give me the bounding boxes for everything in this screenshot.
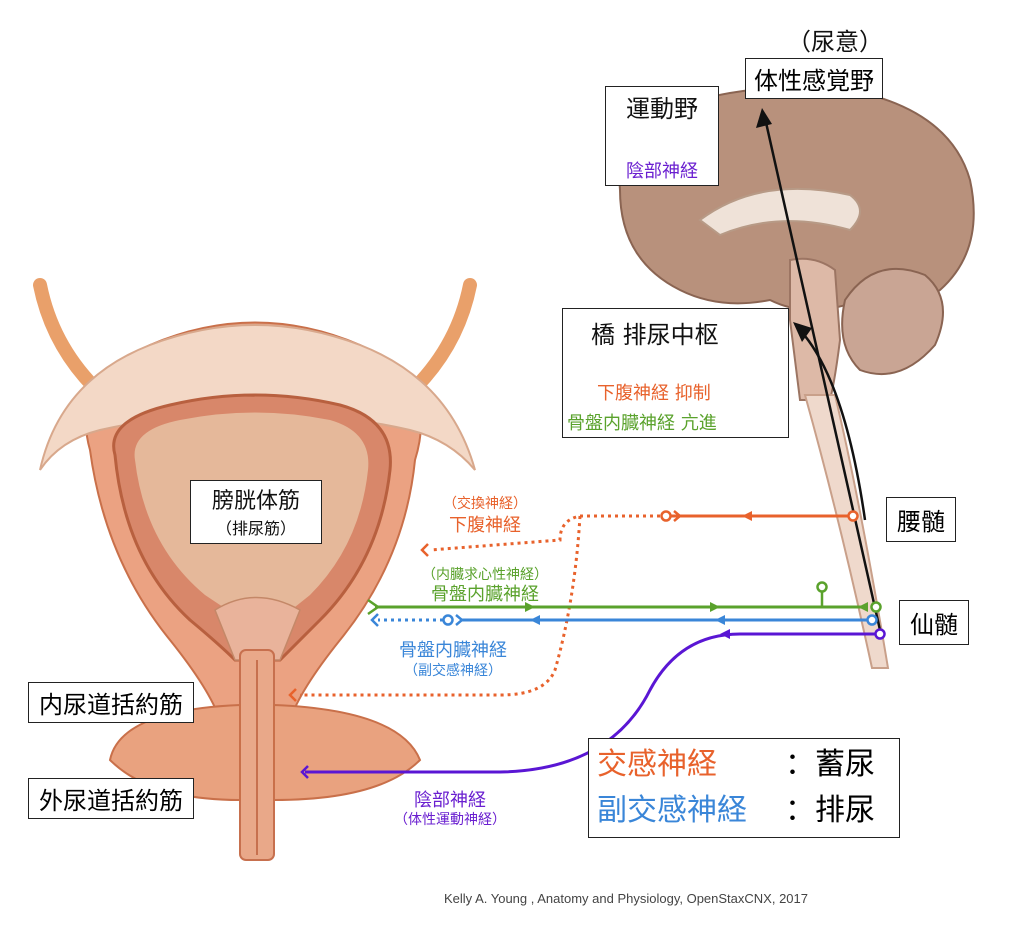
- pelvic-afferent-sub-label: （内臓求心性神経）: [422, 567, 548, 583]
- lumbar-label: 腰髄: [897, 508, 945, 536]
- pelvic-efferent-ending: [370, 613, 379, 627]
- motor-cortex-label: 運動野: [626, 95, 698, 123]
- detrusor-label: 膀胱体筋: [211, 489, 300, 514]
- sensory-cortex-box: 体性感覚野: [745, 58, 883, 99]
- lumbar-box: 腰髄: [886, 497, 956, 542]
- legend-row-parasympathetic: 副交感神経 ：排尿: [597, 789, 875, 833]
- pelvic-efferent-label: 骨盤内臓神経: [399, 640, 507, 661]
- pudendal-label: 陰部神経: [414, 790, 486, 811]
- pelvic-afferent-arrow-1: [525, 602, 535, 612]
- pudendal-ending: [300, 765, 309, 779]
- legend-parasympathetic-role: ：排尿: [785, 793, 875, 828]
- legend-sympathetic: 交感神経: [597, 747, 717, 782]
- brainstem: [789, 257, 842, 401]
- pelvic-afferent-receptor: [367, 598, 381, 616]
- pelvic-afferent-arrow-2: [710, 602, 720, 612]
- detrusor-sub-label: （排尿筋）: [215, 519, 296, 538]
- legend-parasympathetic: 副交感神経: [597, 793, 747, 828]
- pons-hypogastric-label: 下腹神経 抑制: [597, 383, 711, 404]
- pons-center-box: 橋 排尿中枢 下腹神経 抑制 骨盤内臓神経 亢進: [562, 308, 789, 438]
- motor-cortex-box: 運動野 陰部神経: [605, 86, 719, 186]
- pudendal-nerve: [305, 632, 876, 774]
- pelvic-efferent-sub-label: （副交感神経）: [404, 663, 502, 679]
- external-sphincter-label: 外尿道括約筋: [39, 787, 183, 815]
- sacral-label: 仙髄: [910, 611, 958, 639]
- sensory-tract-arrowhead: [756, 108, 772, 128]
- pelvic-efferent-arrow-1: [530, 615, 540, 625]
- legend-sympathetic-role: ：蓄尿: [785, 747, 875, 782]
- pons-tract-arrowhead: [793, 322, 812, 342]
- pons-tract-line: [799, 329, 867, 521]
- hypogastric-sphincter-ending: [288, 688, 297, 702]
- pelvic-afferent-origin: [870, 601, 882, 613]
- sensory-tract-line: [763, 117, 882, 631]
- bladder-trigone: [214, 596, 301, 661]
- pelvic-efferent-ganglion: [442, 614, 454, 626]
- hypogastric-label: 下腹神経: [449, 515, 521, 536]
- pelvic-efferent-arrow-2: [715, 615, 725, 625]
- hypogastric-arrow-mid: [742, 511, 752, 521]
- cerebellum: [841, 267, 944, 376]
- hypogastric-ganglion: [660, 510, 672, 522]
- pelvic-afferent-label: 骨盤内臓神経: [431, 584, 539, 605]
- external-sphincter-box: 外尿道括約筋: [28, 778, 194, 819]
- detrusor-box: 膀胱体筋 （排尿筋）: [190, 480, 322, 544]
- hypogastric-dotted-bladder: [429, 514, 660, 552]
- hypogastric-bladder-ending: [420, 543, 429, 557]
- pelvic-efferent-synapse: [455, 614, 464, 626]
- credit-text: Kelly A. Young , Anatomy and Physiology,…: [444, 891, 808, 906]
- corpus-callosum: [698, 187, 861, 237]
- hypogastric-dotted-sphincter: [300, 515, 582, 697]
- spinal-cord: [803, 394, 890, 669]
- pons-pelvic-label: 骨盤内臓神経 亢進: [567, 413, 717, 434]
- pelvic-afferent-arrow-3: [858, 602, 868, 612]
- motor-pudendal-label: 陰部神経: [626, 161, 698, 182]
- hypogastric-synapse: [673, 510, 682, 522]
- pelvic-efferent-origin: [866, 614, 878, 626]
- legend-row-sympathetic: 交感神経 ：蓄尿: [597, 743, 875, 787]
- pelvic-floor-muscle-right: [273, 703, 422, 802]
- pelvic-afferent-branch-node: [816, 581, 828, 593]
- internal-sphincter-box: 内尿道括約筋: [28, 682, 194, 723]
- sensory-note: （尿意）: [787, 28, 883, 56]
- sacral-box: 仙髄: [899, 600, 969, 645]
- pudendal-arrow: [720, 629, 730, 639]
- pons-center-label: 橋 排尿中枢: [591, 321, 719, 349]
- hypogastric-origin: [847, 510, 859, 522]
- legend-box: 交感神経 ：蓄尿 副交感神経 ：排尿: [588, 738, 900, 838]
- pudendal-sub-label: （体性運動神経）: [394, 812, 506, 828]
- internal-sphincter-label: 内尿道括約筋: [39, 691, 183, 719]
- sensory-cortex-label: 体性感覚野: [754, 67, 874, 95]
- pudendal-origin: [874, 628, 886, 640]
- hypogastric-sub-label: （交換神経）: [443, 496, 527, 512]
